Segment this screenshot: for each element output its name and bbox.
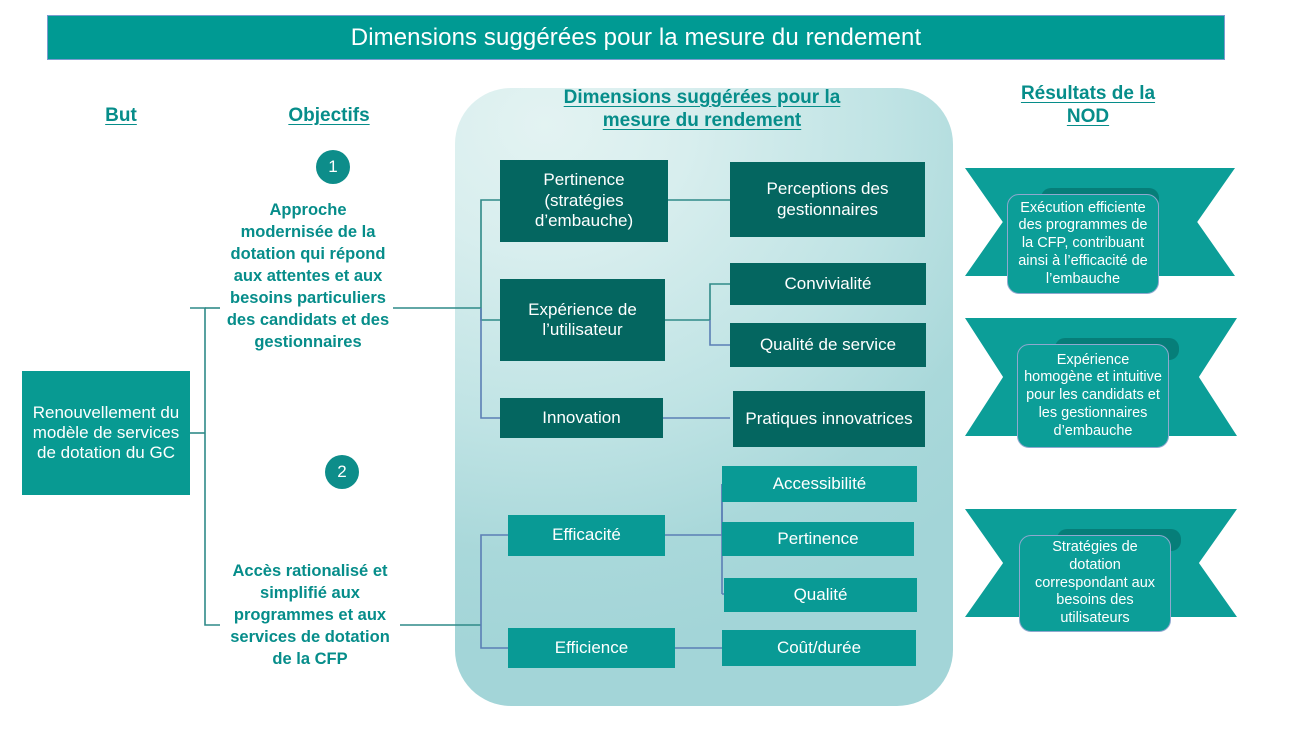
measure-label: Qualité: [793, 584, 848, 604]
connector-goal-trunk: [190, 307, 220, 626]
measure-label: Pertinence: [777, 528, 859, 548]
measure-label: Pratiques innovatrices: [745, 408, 913, 428]
result-ribbon-1[interactable]: Exécution efficiente des programmes de l…: [965, 168, 1235, 294]
measure-node-convivialite[interactable]: Convivialité: [730, 263, 926, 305]
goal-box[interactable]: Renouvellement du modèle de services de …: [22, 371, 190, 495]
measure-node-pertinence[interactable]: Pertinence: [722, 522, 914, 556]
dimension-label: Efficacité: [552, 525, 621, 545]
page-title-banner: Dimensions suggérées pour la mesure du r…: [47, 15, 1225, 60]
dimension-label: Expérience de l’utilisateur: [528, 299, 637, 339]
dimension-node-efficacite[interactable]: Efficacité: [508, 515, 665, 556]
result-text: Exécution efficiente des programmes de l…: [1018, 199, 1148, 287]
measure-node-qualite-de-service[interactable]: Qualité de service: [730, 323, 926, 367]
column-heading-but: But: [105, 105, 137, 126]
measure-label: Accessibilité: [772, 473, 867, 493]
dimension-node-innovation[interactable]: Innovation: [500, 398, 663, 438]
objective-number-1: 1: [316, 150, 350, 184]
measure-node-accessibilite[interactable]: Accessibilité: [722, 466, 917, 502]
result-panel: Expérience homogène et intuitive pour le…: [1017, 344, 1169, 448]
page-title: Dimensions suggérées pour la mesure du r…: [350, 23, 922, 51]
objective-text-2: Accès rationalisé et simplifié aux progr…: [230, 562, 390, 668]
measure-label: Coût/durée: [776, 637, 862, 657]
dimension-node-efficience[interactable]: Efficience: [508, 628, 675, 668]
measure-label: Qualité de service: [759, 334, 897, 354]
objective-text-1: Approche modernisée de la dotation qui r…: [226, 201, 390, 351]
dimension-node-pertinence-strategies[interactable]: Pertinence (stratégies d’embauche): [500, 160, 668, 242]
result-ribbon-3[interactable]: Stratégies de dotation correspondant aux…: [965, 509, 1237, 632]
dimension-label: Innovation: [542, 407, 621, 427]
result-text: Expérience homogène et intuitive pour le…: [1024, 351, 1162, 439]
dimension-label: Efficience: [554, 637, 629, 657]
goal-label: Renouvellement du modèle de services de …: [32, 402, 180, 463]
result-ribbon-2[interactable]: Expérience homogène et intuitive pour le…: [965, 318, 1237, 448]
column-heading-dimensions: Dimensions suggérées pour la mesure du r…: [563, 87, 841, 132]
result-panel: Exécution efficiente des programmes de l…: [1007, 194, 1159, 294]
measure-node-pratiques-innovatrices[interactable]: Pratiques innovatrices: [733, 391, 925, 447]
measure-node-perceptions-gestionnaires[interactable]: Perceptions des gestionnaires: [730, 162, 925, 237]
result-panel: Stratégies de dotation correspondant aux…: [1019, 535, 1171, 632]
column-heading-objectifs: Objectifs: [288, 105, 370, 126]
objective-number-2: 2: [325, 455, 359, 489]
dimension-node-experience-utilisateur[interactable]: Expérience de l’utilisateur: [500, 279, 665, 361]
dimension-label: Pertinence (stratégies d’embauche): [534, 170, 634, 231]
measure-node-cout-duree[interactable]: Coût/durée: [722, 630, 916, 666]
measure-label: Convivialité: [784, 273, 872, 293]
measure-node-qualite[interactable]: Qualité: [724, 578, 917, 612]
measure-label: Perceptions des gestionnaires: [766, 179, 889, 219]
column-heading-resultats: Résultats de la NOD: [1020, 83, 1156, 128]
result-text: Stratégies de dotation correspondant aux…: [1034, 539, 1156, 627]
